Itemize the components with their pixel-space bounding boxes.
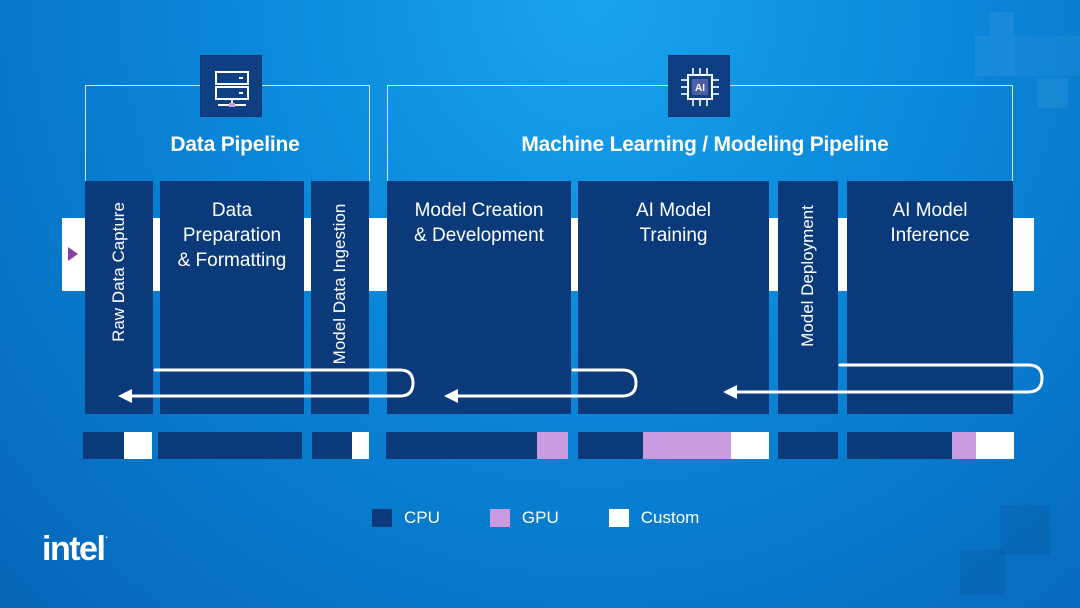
- feedback-arrow-training: [454, 368, 638, 398]
- usage-segment-cpu: [386, 432, 538, 459]
- legend-swatch-gpu: [489, 509, 510, 527]
- usage-bar: [578, 432, 769, 459]
- stage-model-creation: Model Creation& Development: [387, 181, 571, 414]
- usage-segment-gpu: [952, 432, 976, 459]
- usage-segment-cpu: [83, 432, 125, 459]
- usage-segment-cpu: [847, 432, 953, 459]
- ai-chip-label: AI: [695, 83, 705, 94]
- decor-square: [990, 12, 1014, 36]
- usage-bar: [83, 432, 152, 459]
- usage-segment-custom: [124, 432, 152, 459]
- intel-logo: intel.: [42, 530, 108, 568]
- ml-pipeline-title: Machine Learning / Modeling Pipeline: [521, 133, 889, 156]
- usage-segment-cpu: [778, 432, 838, 459]
- feedback-arrow-inference: [733, 363, 1044, 394]
- stage-raw-data-capture: Raw Data Capture: [85, 181, 153, 414]
- legend-swatch-custom: [608, 509, 629, 527]
- usage-segment-custom: [351, 432, 369, 459]
- usage-bar: [158, 432, 302, 459]
- legend-label: GPU: [521, 508, 559, 527]
- usage-bar: [312, 432, 369, 459]
- usage-bar: [386, 432, 568, 459]
- legend: CPU GPU Custom: [372, 508, 699, 528]
- usage-bar: [778, 432, 838, 459]
- legend-label: CPU: [404, 508, 440, 527]
- legend-item-custom: Custom: [608, 508, 700, 528]
- usage-bar: [847, 432, 1014, 459]
- stage-model-deployment: Model Deployment: [778, 181, 838, 414]
- decor-square: [960, 550, 1005, 595]
- ai-chip-icon: AI: [668, 55, 730, 117]
- usage-segment-cpu: [578, 432, 643, 459]
- play-arrow-icon: [68, 247, 78, 261]
- legend-item-gpu: GPU: [489, 508, 559, 528]
- usage-segment-gpu: [642, 432, 731, 459]
- feedback-arrow-ingestion: [128, 368, 415, 398]
- usage-segment-cpu: [158, 432, 302, 459]
- usage-segment-custom: [975, 432, 1014, 459]
- arrowhead-icon: [444, 389, 458, 403]
- stage-label: Model Creation& Development: [414, 200, 544, 246]
- arrowhead-icon: [723, 385, 737, 399]
- usage-segment-cpu: [312, 432, 352, 459]
- stage-model-data-ingestion: Model Data Ingestion: [311, 181, 369, 414]
- arrowhead-icon: [118, 389, 132, 403]
- usage-segment-gpu: [537, 432, 568, 459]
- decor-square: [975, 36, 1015, 76]
- legend-label: Custom: [640, 508, 700, 527]
- data-pipeline-title: Data Pipeline: [170, 133, 300, 156]
- decor-square: [1000, 505, 1050, 555]
- decor-square: [1015, 36, 1080, 76]
- legend-item-cpu: CPU: [372, 508, 440, 528]
- legend-swatch-cpu: [372, 509, 392, 527]
- usage-segment-custom: [730, 432, 769, 459]
- decor-square: [1038, 78, 1068, 108]
- server-icon: [200, 55, 262, 117]
